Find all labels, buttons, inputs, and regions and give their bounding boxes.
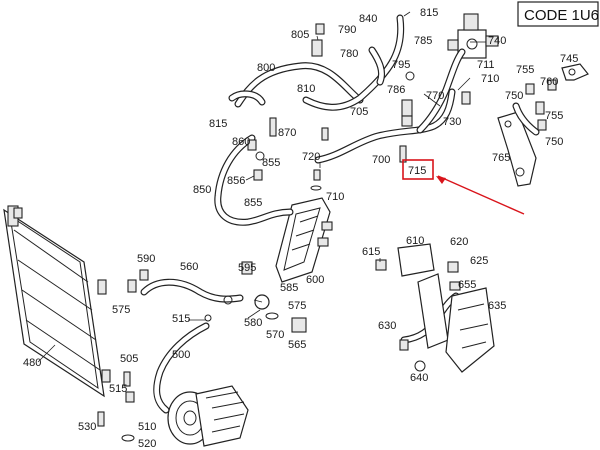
part-720-label: 720: [302, 151, 320, 163]
part-590-label: 590: [137, 253, 155, 265]
code-box: CODE 1U6: [517, 1, 599, 27]
compressor: [167, 385, 249, 447]
part-labels: 805 790 840 815 780 785 740 711 745 800 …: [23, 7, 578, 450]
part-515-label: 515: [172, 313, 190, 325]
part-780-label: 780: [340, 48, 358, 60]
part-850-label: 850: [193, 184, 211, 196]
part-655-label: 655: [458, 279, 476, 291]
part-840-label: 840: [359, 13, 377, 25]
leader-lines: [188, 11, 486, 321]
part-755b-label: 755: [545, 110, 563, 122]
part-500-label: 500: [172, 349, 190, 361]
part-570-label: 570: [266, 329, 284, 341]
drier-module: [275, 197, 333, 283]
part-585-label: 585: [280, 282, 298, 294]
part-580-label: 580: [244, 317, 262, 329]
part-815b-label: 815: [209, 118, 227, 130]
bracket-745: [561, 63, 589, 81]
part-855-label: 855: [262, 157, 280, 169]
part-786-label: 786: [387, 84, 405, 96]
hose-lines: [140, 14, 540, 414]
part-795-label: 795: [392, 59, 410, 71]
part-515b-label: 515: [109, 383, 127, 395]
part-710-label: 710: [481, 73, 499, 85]
part-595-label: 595: [238, 262, 256, 274]
part-810-label: 810: [297, 83, 315, 95]
part-715-label: 715: [408, 165, 426, 177]
part-870-label: 870: [278, 127, 296, 139]
condenser: [3, 205, 111, 398]
part-575-label: 575: [112, 304, 130, 316]
part-760-label: 760: [540, 76, 558, 88]
fittings: [97, 23, 557, 442]
part-805-label: 805: [291, 29, 309, 41]
part-711-label: 711: [477, 59, 495, 71]
code-label: CODE 1U6: [524, 7, 599, 24]
part-770-label: 770: [426, 90, 444, 102]
part-790-label: 790: [338, 24, 356, 36]
part-856-label: 856: [227, 175, 245, 187]
part-510-label: 510: [138, 421, 156, 433]
part-860-label: 860: [232, 136, 250, 148]
part-730-label: 730: [443, 116, 461, 128]
part-700-label: 700: [372, 154, 390, 166]
part-615-label: 615: [362, 246, 380, 258]
part-750b-label: 750: [545, 136, 563, 148]
part-610-label: 610: [406, 235, 424, 247]
part-710b-label: 710: [326, 191, 344, 203]
part-520-label: 520: [138, 438, 156, 450]
highlight-callout: [402, 159, 525, 215]
part-530-label: 530: [78, 421, 96, 433]
part-785-label: 785: [414, 35, 432, 47]
part-575b-label: 575: [288, 300, 306, 312]
accumulator: [397, 243, 495, 373]
part-765-label: 765: [492, 152, 510, 164]
part-565-label: 565: [288, 339, 306, 351]
part-740-label: 740: [488, 35, 506, 47]
part-480-label: 480: [23, 357, 41, 369]
part-855b-label: 855: [244, 197, 262, 209]
part-635-label: 635: [488, 300, 506, 312]
part-755-label: 755: [516, 64, 534, 76]
part-620-label: 620: [450, 236, 468, 248]
part-815-label: 815: [420, 7, 438, 19]
part-560-label: 560: [180, 261, 198, 273]
part-625-label: 625: [470, 255, 488, 267]
part-630-label: 630: [378, 320, 396, 332]
part-750-label: 750: [505, 90, 523, 102]
part-640-label: 640: [410, 372, 428, 384]
part-600-label: 600: [306, 274, 324, 286]
part-705-label: 705: [350, 106, 368, 118]
part-505-label: 505: [120, 353, 138, 365]
part-745-label: 745: [560, 53, 578, 65]
part-800-label: 800: [257, 62, 275, 74]
